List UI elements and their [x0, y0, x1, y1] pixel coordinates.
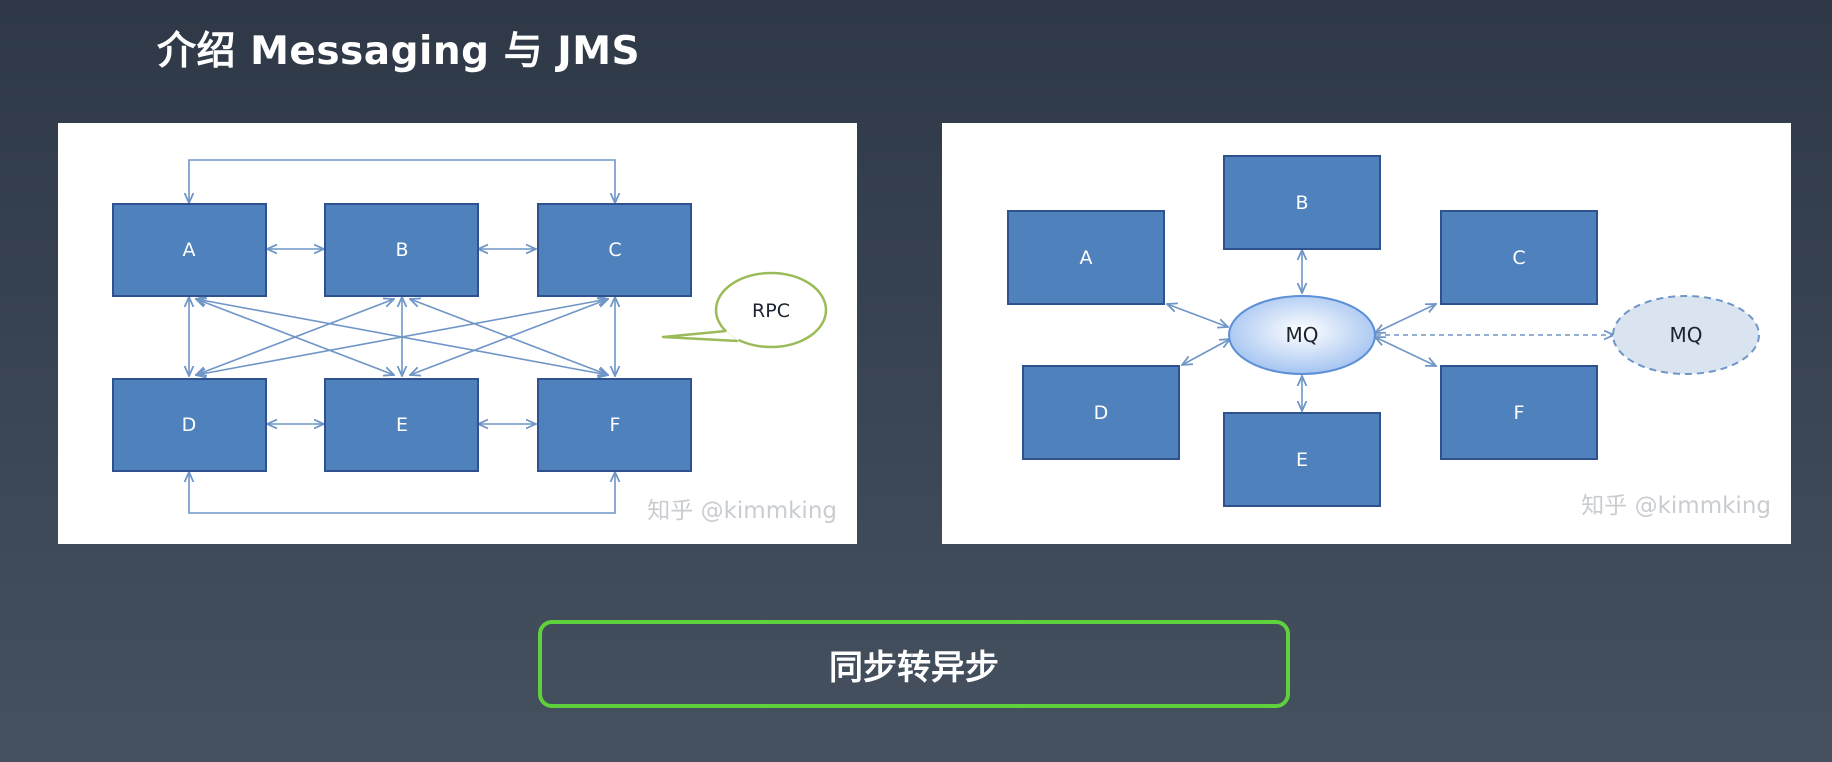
- node-b: B: [324, 203, 479, 297]
- watermark: 知乎 @kimmking: [647, 498, 837, 524]
- node-d: D: [112, 378, 267, 472]
- sync-to-async-button[interactable]: 同步转异步: [538, 620, 1290, 708]
- node-a: A: [112, 203, 267, 297]
- node-e-label: E: [1296, 449, 1308, 471]
- mq-hub-diagram: A B C D E F MQ MQ: [942, 123, 1791, 544]
- mq-hub-label: MQ: [1286, 323, 1319, 347]
- node-e-label: E: [396, 414, 408, 436]
- node-c: C: [1440, 210, 1598, 305]
- node-a-label: A: [183, 239, 196, 261]
- rpc-callout-label: RPC: [752, 300, 790, 322]
- node-c-label: C: [608, 239, 621, 261]
- node-d-label: D: [1094, 402, 1109, 424]
- node-b-label: B: [1295, 192, 1308, 214]
- mq-secondary-label: MQ: [1670, 323, 1703, 347]
- node-a: A: [1007, 210, 1165, 305]
- watermark: 知乎 @kimmking: [1581, 493, 1771, 519]
- node-f-label: F: [1514, 402, 1525, 424]
- rpc-mesh-diagram: A B C D E F RPC 知乎 @kimmk: [58, 123, 857, 544]
- mq-connectors: [1167, 250, 1614, 411]
- page-title: 介绍 Messaging 与 JMS: [157, 29, 641, 74]
- node-d-label: D: [182, 414, 197, 436]
- node-c-label: C: [1512, 247, 1525, 269]
- node-f: F: [1440, 365, 1598, 460]
- node-e: E: [324, 378, 479, 472]
- node-a-label: A: [1080, 247, 1093, 269]
- node-e: E: [1223, 412, 1381, 507]
- node-d: D: [1022, 365, 1180, 460]
- mq-hub: MQ: [1228, 295, 1376, 375]
- rpc-connectors: [189, 159, 615, 514]
- node-f-label: F: [610, 414, 621, 436]
- node-c: C: [537, 203, 692, 297]
- rpc-callout: RPC: [661, 271, 828, 349]
- mq-secondary: MQ: [1612, 295, 1760, 375]
- node-b-label: B: [395, 239, 408, 261]
- node-f: F: [537, 378, 692, 472]
- node-b: B: [1223, 155, 1381, 250]
